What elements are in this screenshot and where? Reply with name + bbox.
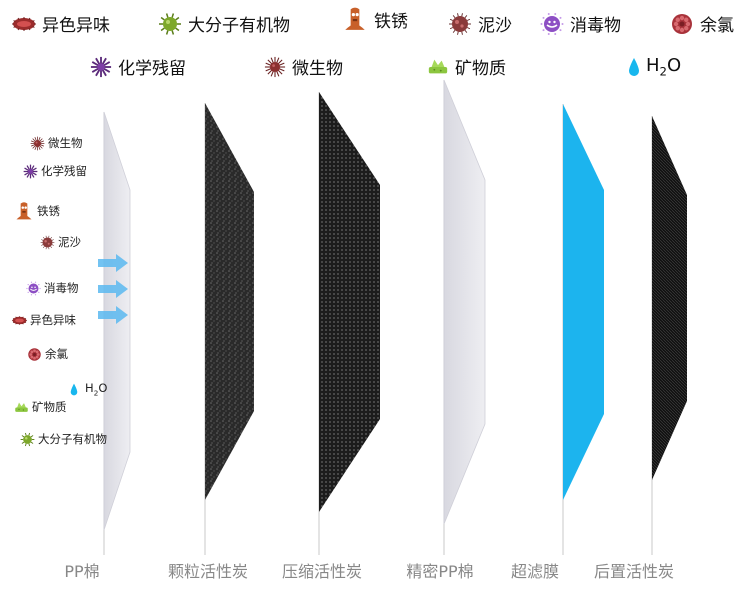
filter-layer-2 xyxy=(319,92,380,512)
green-germ-icon xyxy=(159,12,181,35)
left-item-water: H2O xyxy=(70,381,107,397)
chlorine-ball-icon xyxy=(28,347,41,361)
filter-stage-1 xyxy=(204,103,254,555)
left-item-label: 化学残留 xyxy=(41,164,87,178)
chlorine-ball-icon xyxy=(672,13,692,34)
oval-germ-icon xyxy=(12,16,36,31)
water-drop-icon xyxy=(629,57,639,76)
left-item-1: 化学残留 xyxy=(23,163,87,179)
left-item-4: 消毒物 xyxy=(26,280,79,296)
microbe-icon xyxy=(30,136,45,150)
mineral-icon xyxy=(428,59,448,73)
left-item-label: 大分子有机物 xyxy=(38,432,107,446)
left-item-3: 泥沙 xyxy=(40,234,81,250)
legend-item-3: 泥沙 xyxy=(448,11,512,36)
flow-arrow-0 xyxy=(98,254,128,272)
purple-germ-icon xyxy=(26,281,41,295)
legend-item-water: H2O xyxy=(628,55,681,79)
legend-label: 化学残留 xyxy=(118,59,186,79)
stage-label-1: 颗粒活性炭 xyxy=(167,562,249,581)
water-drop-icon xyxy=(70,383,78,395)
legend-label: 泥沙 xyxy=(478,16,512,36)
legend-item-5: 余氯 xyxy=(670,11,734,36)
filter-layer-4 xyxy=(563,104,604,500)
rust-creature-icon xyxy=(345,7,365,30)
left-item-label: 铁锈 xyxy=(37,204,60,218)
stage-label-2: 压缩活性炭 xyxy=(281,562,363,581)
left-item-8: 大分子有机物 xyxy=(20,431,107,447)
left-water-label: H2O xyxy=(85,381,108,398)
legend-item-row2-2: 矿物质 xyxy=(427,54,506,79)
legend-label: 余氯 xyxy=(700,16,734,36)
flow-arrow-1 xyxy=(98,280,128,298)
left-item-5: 异色异味 xyxy=(12,312,76,328)
green-germ-icon xyxy=(20,432,35,446)
filter-stage-3 xyxy=(443,79,486,555)
legend-label: 微生物 xyxy=(292,59,343,79)
left-item-label: 泥沙 xyxy=(58,235,81,249)
legend-label: 异色异味 xyxy=(42,16,110,36)
legend-item-2: 铁锈 xyxy=(342,6,408,32)
stage-label-4: 超滤膜 xyxy=(510,562,560,581)
filter-layer-5 xyxy=(652,116,687,480)
stage-label-5: 后置活性炭 xyxy=(593,562,675,581)
legend-label: 大分子有机物 xyxy=(188,16,290,36)
left-item-label: 微生物 xyxy=(48,136,83,150)
flow-arrows xyxy=(98,254,128,324)
stage-label-3: 精密PP棉 xyxy=(406,562,474,581)
stage-label-0: PP棉 xyxy=(64,562,100,581)
oval-germ-icon xyxy=(12,315,27,325)
filter-stage-0 xyxy=(103,111,131,555)
flow-arrow-2 xyxy=(98,306,128,324)
left-item-label: 矿物质 xyxy=(32,400,67,414)
legend-item-row2-0: 化学残留 xyxy=(90,54,186,79)
legend-item-1: 大分子有机物 xyxy=(158,11,290,36)
legend-item-0: 异色异味 xyxy=(12,11,110,36)
left-item-2: 铁锈 xyxy=(14,201,60,221)
left-item-6: 余氯 xyxy=(27,346,68,362)
left-item-label: 消毒物 xyxy=(44,281,79,295)
rust-creature-icon xyxy=(16,202,32,220)
legend-item-row2-1: 微生物 xyxy=(264,54,343,79)
purple-star-icon xyxy=(23,164,38,178)
legend-item-4: 消毒物 xyxy=(540,11,621,36)
purple-star-icon xyxy=(90,56,112,77)
filter-layer-1 xyxy=(205,103,254,500)
sand-germ-icon xyxy=(449,12,471,35)
left-item-label: 异色异味 xyxy=(30,313,76,327)
filter-stage-2 xyxy=(318,92,380,555)
filter-layer-3 xyxy=(443,79,486,525)
left-item-label: 余氯 xyxy=(45,347,68,361)
left-item-7: 矿物质 xyxy=(14,399,67,415)
legend-label: 铁锈 xyxy=(374,11,408,32)
filter-stage-5 xyxy=(651,116,687,555)
legend-label: 矿物质 xyxy=(455,59,506,79)
mineral-icon xyxy=(15,402,28,412)
filter-stage-4 xyxy=(562,104,604,555)
legend-label: 消毒物 xyxy=(570,16,621,36)
sand-germ-icon xyxy=(40,235,55,249)
left-item-0: 微生物 xyxy=(30,135,83,151)
microbe-icon xyxy=(264,56,286,77)
purple-germ-icon xyxy=(540,12,564,35)
legend-water-label: H2O xyxy=(646,55,682,79)
